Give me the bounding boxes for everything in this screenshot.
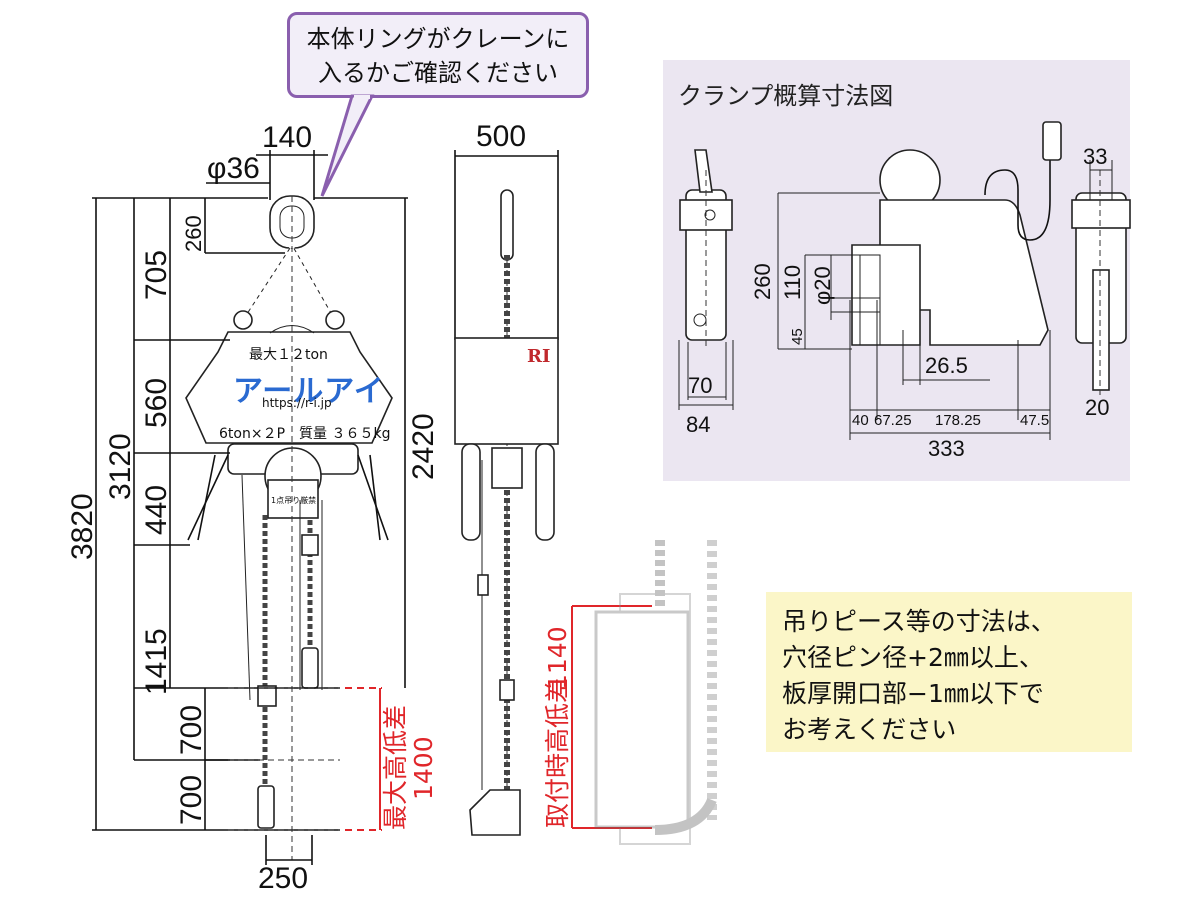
clamp-dim-178-25: 178.25: [935, 412, 981, 429]
hoist-spec: 6ton×２P 質量 ３６５kg: [219, 426, 391, 442]
dim-2420: 2420: [407, 413, 440, 480]
clamp-dim-67-25: 67.25: [874, 412, 912, 429]
dim-3120: 3120: [104, 433, 137, 500]
callout-line2: 入るかご確認ください: [318, 59, 558, 87]
mount-diff-value: 1140: [543, 626, 572, 690]
front-view: [185, 195, 393, 860]
note-line4: お考えください: [782, 715, 957, 744]
clamp-dim-47-5: 47.5: [1020, 412, 1049, 429]
dim-250: 250: [258, 862, 308, 895]
dim-260: 260: [181, 215, 206, 252]
hoist-body: [185, 331, 393, 444]
note-box: 吊りピース等の寸法は、 穴径ピン径+2㎜以上、 板厚開口部−1㎜以下で お考えく…: [766, 592, 1132, 752]
clamp-dim-40: 40: [852, 412, 869, 429]
dim-500: 500: [476, 120, 526, 153]
side-body: [454, 337, 559, 445]
clamp-dim-33: 33: [1083, 144, 1107, 169]
note-line3: 板厚開口部−1㎜以下で: [782, 679, 1044, 708]
hoist-brand: アールアイ: [233, 374, 385, 409]
front-dimensions: [92, 150, 408, 865]
clamp-dim-84: 84: [686, 412, 710, 437]
note-line1: 吊りピース等の寸法は、: [782, 607, 1056, 636]
dim-phi36: φ36: [207, 152, 260, 185]
dim-1415: 1415: [140, 628, 173, 695]
callout-tail: [320, 94, 375, 197]
callout-bubble: 本体リングがクレーンに 入るかご確認ください: [287, 12, 589, 98]
hoist-url: https://r-i.jp: [262, 396, 332, 410]
dim-140: 140: [262, 121, 312, 154]
clamp-dim-260: 260: [750, 263, 775, 300]
dim-705: 705: [140, 250, 173, 300]
mount-diff-label: 取付時高低差: [543, 678, 572, 828]
max-height-diff-label: 最大高低差: [381, 705, 410, 830]
max-height-diff-value: 1400: [409, 736, 438, 800]
hoist-warning: 1点吊り厳禁: [271, 496, 317, 505]
dim-440: 440: [140, 485, 173, 535]
clamp-dim-45: 45: [789, 328, 806, 345]
clamp-dim-110: 110: [780, 265, 805, 300]
clamp-dim-phi20: φ20: [810, 266, 835, 305]
clamp-drawing: [678, 121, 1131, 440]
dim-700a: 700: [175, 705, 208, 755]
lifting-piece-image: [594, 540, 717, 845]
clamp-dim-26-5: 26.5: [925, 353, 968, 378]
dim-560: 560: [140, 378, 173, 428]
hoist-max-label: 最大１２ton: [249, 347, 328, 363]
clamp-dim-333: 333: [928, 436, 965, 461]
dim-700b: 700: [175, 775, 208, 825]
clamp-dim-20: 20: [1085, 395, 1109, 420]
note-line2: 穴径ピン径+2㎜以上、: [782, 643, 1044, 672]
side-view: [454, 150, 559, 836]
side-logo: RI: [527, 346, 551, 367]
dim-3820: 3820: [66, 493, 99, 560]
clamp-title: クランプ概算寸法図: [678, 82, 894, 110]
clamp-dim-70: 70: [688, 373, 712, 398]
callout-line1: 本体リングがクレーンに: [306, 25, 570, 53]
